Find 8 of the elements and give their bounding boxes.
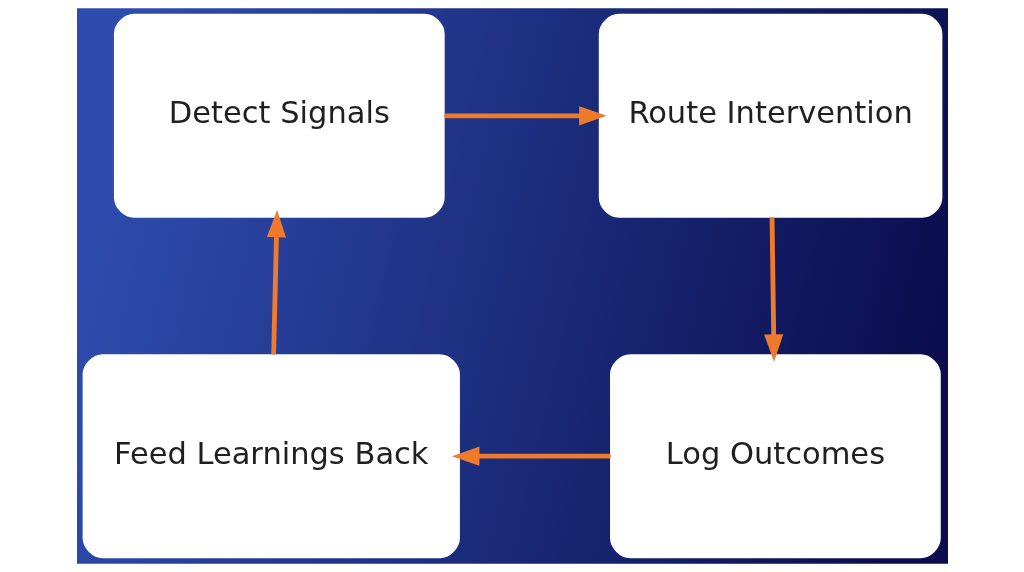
node-box: Detect Signals — [113, 13, 445, 218]
arrow — [763, 217, 783, 362]
node-box: Route Intervention — [598, 13, 942, 218]
arrow — [451, 446, 611, 466]
arrow — [266, 209, 286, 355]
node-box: Log Outcomes — [609, 354, 941, 559]
arrow — [443, 106, 606, 126]
node-box: Feed Learnings Back — [82, 354, 460, 559]
